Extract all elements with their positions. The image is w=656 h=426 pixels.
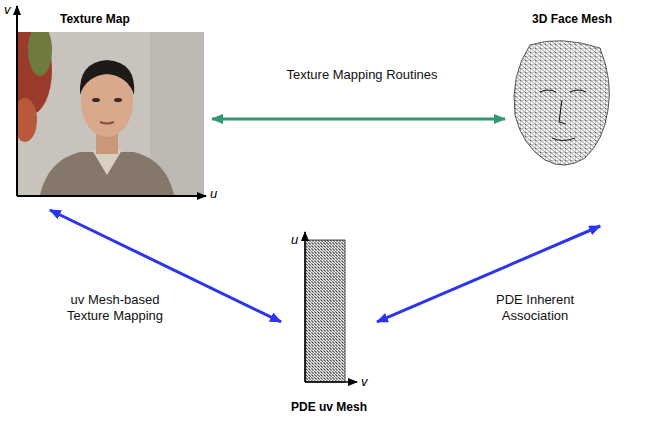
- edge-label: uv Mesh-based Texture Mapping: [60, 292, 170, 324]
- axis-label: u: [291, 232, 298, 247]
- edge-label: Texture Mapping Routines: [282, 67, 442, 83]
- uv-mesh: [305, 240, 345, 382]
- face-features: [540, 90, 586, 141]
- figure-node: Texture Map: [18, 8, 208, 196]
- face-mesh: [514, 41, 609, 165]
- figure-heading: Texture Map: [60, 12, 130, 26]
- edge-label: PDE Inherent Association: [485, 292, 585, 324]
- figure-heading: PDE uv Mesh: [291, 400, 367, 414]
- v-axis: [16, 6, 18, 196]
- axis-label: u: [210, 186, 217, 201]
- uv-u-axis: [304, 232, 306, 382]
- axis-label: v: [361, 374, 368, 389]
- face-photo: [18, 32, 204, 195]
- figure-node: PDE uv Mesh: [283, 236, 375, 420]
- axis-label: v: [4, 2, 11, 17]
- figure-heading: 3D Face Mesh: [532, 12, 612, 26]
- uv-v-axis: [305, 381, 357, 383]
- double-arrow: [212, 117, 505, 120]
- u-axis: [17, 195, 206, 197]
- figure-node: 3D Face Mesh: [505, 6, 645, 222]
